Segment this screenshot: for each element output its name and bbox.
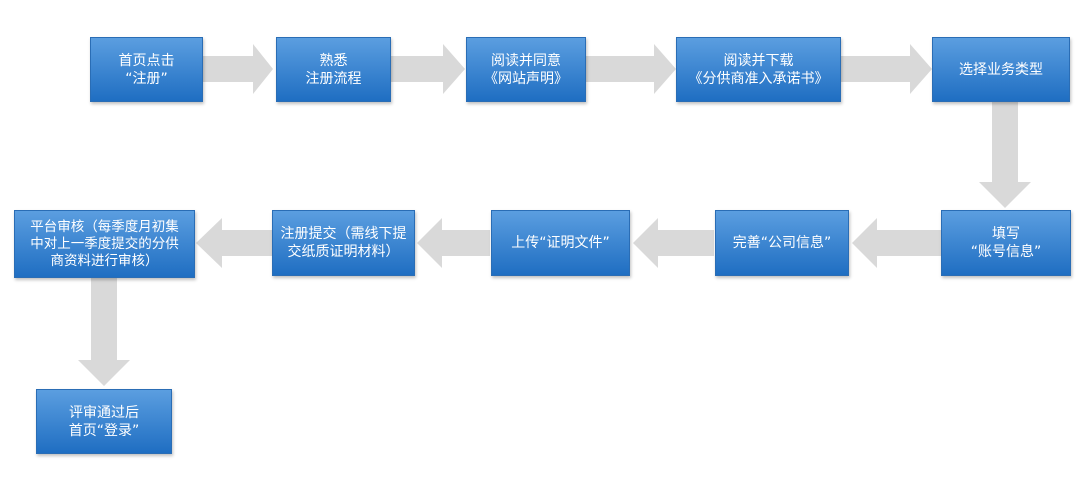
- arrow-right: [586, 44, 676, 94]
- arrow-right: [203, 44, 273, 94]
- arrow-right: [391, 44, 465, 94]
- step-box-6: 填写 “账号信息”: [941, 210, 1071, 276]
- step-label: 上传“证明文件”: [511, 235, 610, 251]
- step-label: 平台审核（每季度月初集 中对上一季度提交的分供 商资料进行审核）: [30, 218, 179, 269]
- step-label: 阅读并下载 《分供商准入承诺书》: [688, 52, 829, 87]
- step-box-7: 完善“公司信息”: [715, 210, 849, 276]
- step-label: 首页点击 “注册”: [118, 52, 175, 87]
- step-box-4: 阅读并下载 《分供商准入承诺书》: [676, 37, 841, 102]
- step-label: 注册提交（需线下提 交纸质证明材料）: [280, 226, 407, 260]
- arrow-left: [417, 218, 490, 268]
- arrow-down: [979, 102, 1031, 208]
- arrow-left: [633, 218, 714, 268]
- step-box-8: 上传“证明文件”: [491, 210, 630, 276]
- step-box-2: 熟悉 注册流程: [276, 37, 391, 102]
- step-box-1: 首页点击 “注册”: [90, 37, 203, 102]
- step-box-5: 选择业务类型: [932, 37, 1070, 102]
- arrow-left: [852, 218, 941, 268]
- step-label: 阅读并同意 《网站声明》: [484, 52, 568, 87]
- step-box-9: 注册提交（需线下提 交纸质证明材料）: [272, 210, 415, 276]
- step-box-11: 评审通过后 首页“登录”: [36, 389, 172, 454]
- arrow-down: [78, 278, 130, 386]
- step-box-3: 阅读并同意 《网站声明》: [466, 37, 586, 102]
- arrow-left: [196, 218, 272, 268]
- step-box-10: 平台审核（每季度月初集 中对上一季度提交的分供 商资料进行审核）: [14, 210, 195, 278]
- step-label: 填写 “账号信息”: [970, 226, 1042, 260]
- step-label: 评审通过后 首页“登录”: [68, 404, 140, 439]
- step-label: 完善“公司信息”: [732, 235, 832, 251]
- step-label: 选择业务类型: [959, 61, 1043, 78]
- step-label: 熟悉 注册流程: [305, 52, 362, 87]
- arrow-right: [841, 44, 932, 94]
